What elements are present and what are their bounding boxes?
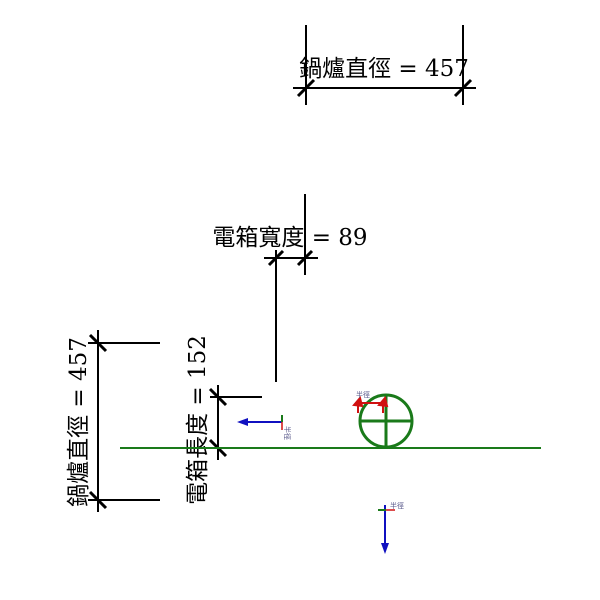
dimension-box-width[interactable] [264,194,318,382]
radius-label-left: 半徑 [283,426,292,440]
flip-arrow-down[interactable] [378,505,395,554]
dimension-boiler-diameter-top[interactable] [293,25,476,105]
flip-arrow-left[interactable] [237,415,283,430]
radius-arrows-icon[interactable] [352,395,389,413]
dimension-boiler-diameter-left[interactable] [88,330,160,512]
dimension-label-boiler-diameter-left: 鍋爐直徑 = 457 [66,337,92,507]
radius-label-circle: 半徑 [356,390,370,399]
dimension-label-box-length: 電箱長度 = 152 [185,335,211,505]
radius-label-bottom: 半徑 [390,501,404,510]
dimension-label-boiler-diameter-top: 鍋爐直徑 = 457 [299,56,469,82]
dimension-label-box-width: 電箱寬度 = 89 [212,225,367,251]
